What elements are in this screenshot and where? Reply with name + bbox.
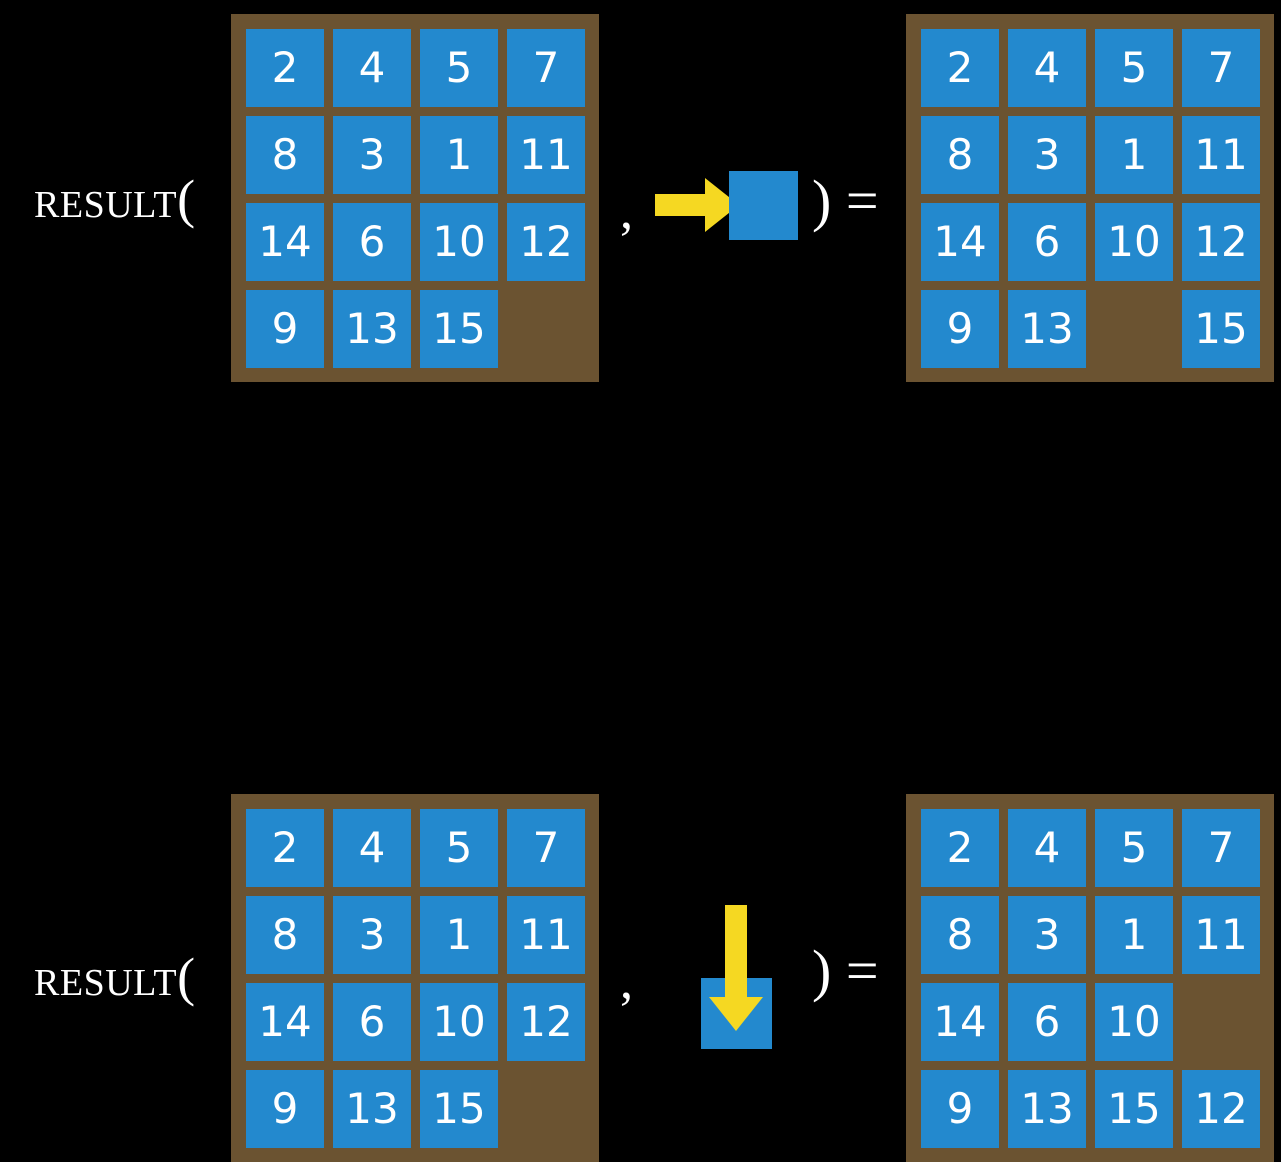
puzzle-tile[interactable]: 3 [1008, 116, 1086, 194]
puzzle-tile[interactable]: 1 [420, 116, 498, 194]
puzzle-tile[interactable]: 5 [420, 809, 498, 887]
puzzle-tile[interactable]: 12 [507, 983, 585, 1061]
puzzle-tile[interactable]: 8 [246, 116, 324, 194]
close-paren-equals-bottom: ) = [812, 938, 879, 1003]
puzzle-tile[interactable]: 13 [333, 1070, 411, 1148]
puzzle-tile[interactable]: 9 [246, 290, 324, 368]
puzzle-tile[interactable]: 11 [507, 116, 585, 194]
result-function-label-top: Result( [34, 169, 196, 229]
puzzle-tile[interactable]: 7 [507, 29, 585, 107]
puzzle-tile[interactable]: 5 [1095, 809, 1173, 887]
puzzle-tile[interactable]: 6 [1008, 983, 1086, 1061]
argument-separator-comma: , [620, 953, 633, 1010]
puzzle-tile[interactable]: 3 [333, 116, 411, 194]
puzzle-tile[interactable]: 10 [420, 203, 498, 281]
puzzle-tile-blank[interactable] [507, 290, 585, 368]
puzzle-tile[interactable]: 8 [921, 896, 999, 974]
puzzle-tile[interactable]: 7 [1182, 29, 1260, 107]
puzzle-tile[interactable]: 4 [333, 809, 411, 887]
puzzle-tile[interactable]: 10 [1095, 983, 1173, 1061]
puzzle-tile[interactable]: 11 [1182, 116, 1260, 194]
blank-tile-glyph [729, 171, 798, 240]
puzzle-tile[interactable]: 12 [1182, 203, 1260, 281]
puzzle-tile[interactable]: 9 [921, 290, 999, 368]
puzzle-tile[interactable]: 14 [246, 203, 324, 281]
puzzle-tile[interactable]: 1 [420, 896, 498, 974]
puzzle-tile[interactable]: 8 [246, 896, 324, 974]
puzzle-tile[interactable]: 12 [507, 203, 585, 281]
puzzle-tile[interactable]: 2 [246, 29, 324, 107]
puzzle-tile-blank[interactable] [507, 1070, 585, 1148]
puzzle-tile[interactable]: 14 [921, 983, 999, 1061]
puzzle-tile[interactable]: 15 [1095, 1070, 1173, 1148]
puzzle-tile[interactable]: 7 [507, 809, 585, 887]
puzzle-tile[interactable]: 13 [1008, 290, 1086, 368]
puzzle-tile[interactable]: 2 [246, 809, 324, 887]
puzzle-tile[interactable]: 4 [1008, 29, 1086, 107]
puzzle-tile[interactable]: 13 [1008, 1070, 1086, 1148]
puzzle-tile[interactable]: 2 [921, 809, 999, 887]
puzzle-tile[interactable]: 9 [921, 1070, 999, 1148]
puzzle-tile[interactable]: 4 [1008, 809, 1086, 887]
puzzle-tile[interactable]: 11 [507, 896, 585, 974]
puzzle-tile[interactable]: 6 [1008, 203, 1086, 281]
puzzle-tile[interactable]: 1 [1095, 116, 1173, 194]
puzzle-tile[interactable]: 3 [1008, 896, 1086, 974]
puzzle-tile[interactable]: 3 [333, 896, 411, 974]
puzzle-tile[interactable]: 4 [333, 29, 411, 107]
puzzle-board-input-bottom[interactable]: 2 4 5 7 8 3 1 11 14 6 10 12 9 13 15 [231, 794, 599, 1162]
puzzle-grid: 2 4 5 7 8 3 1 11 14 6 10 12 9 13 15 [921, 29, 1260, 368]
puzzle-tile[interactable]: 10 [1095, 203, 1173, 281]
puzzle-tile[interactable]: 13 [333, 290, 411, 368]
puzzle-board-output-bottom[interactable]: 2 4 5 7 8 3 1 11 14 6 10 9 13 15 12 [906, 794, 1274, 1162]
puzzle-tile[interactable]: 9 [246, 1070, 324, 1148]
arrow-right-icon [655, 178, 739, 232]
equation-row-top: Result( 2 4 5 7 8 3 1 11 14 6 10 12 9 13… [0, 0, 1281, 392]
puzzle-tile[interactable]: 14 [246, 983, 324, 1061]
puzzle-tile[interactable]: 8 [921, 116, 999, 194]
puzzle-tile[interactable]: 11 [1182, 896, 1260, 974]
puzzle-tile[interactable]: 6 [333, 983, 411, 1061]
result-function-label-bottom: Result( [34, 947, 196, 1007]
puzzle-tile[interactable]: 15 [1182, 290, 1260, 368]
puzzle-tile[interactable]: 15 [420, 290, 498, 368]
puzzle-grid: 2 4 5 7 8 3 1 11 14 6 10 12 9 13 15 [246, 29, 585, 368]
close-paren-equals-top: ) = [812, 168, 879, 233]
argument-separator-comma: , [620, 183, 633, 240]
puzzle-tile[interactable]: 2 [921, 29, 999, 107]
puzzle-board-input-top[interactable]: 2 4 5 7 8 3 1 11 14 6 10 12 9 13 15 [231, 14, 599, 382]
equation-row-bottom: Result( 2 4 5 7 8 3 1 11 14 6 10 12 9 13… [0, 390, 1281, 1162]
puzzle-tile[interactable]: 14 [921, 203, 999, 281]
puzzle-tile-blank[interactable] [1095, 290, 1173, 368]
puzzle-tile[interactable]: 12 [1182, 1070, 1260, 1148]
arrow-down-icon [709, 905, 763, 1031]
puzzle-tile[interactable]: 15 [420, 1070, 498, 1148]
puzzle-tile[interactable]: 5 [420, 29, 498, 107]
puzzle-tile[interactable]: 10 [420, 983, 498, 1061]
puzzle-grid: 2 4 5 7 8 3 1 11 14 6 10 9 13 15 12 [921, 809, 1260, 1148]
puzzle-tile[interactable]: 7 [1182, 809, 1260, 887]
puzzle-tile[interactable]: 5 [1095, 29, 1173, 107]
puzzle-tile-blank[interactable] [1182, 983, 1260, 1061]
puzzle-grid: 2 4 5 7 8 3 1 11 14 6 10 12 9 13 15 [246, 809, 585, 1148]
puzzle-tile[interactable]: 1 [1095, 896, 1173, 974]
puzzle-board-output-top[interactable]: 2 4 5 7 8 3 1 11 14 6 10 12 9 13 15 [906, 14, 1274, 382]
puzzle-tile[interactable]: 6 [333, 203, 411, 281]
